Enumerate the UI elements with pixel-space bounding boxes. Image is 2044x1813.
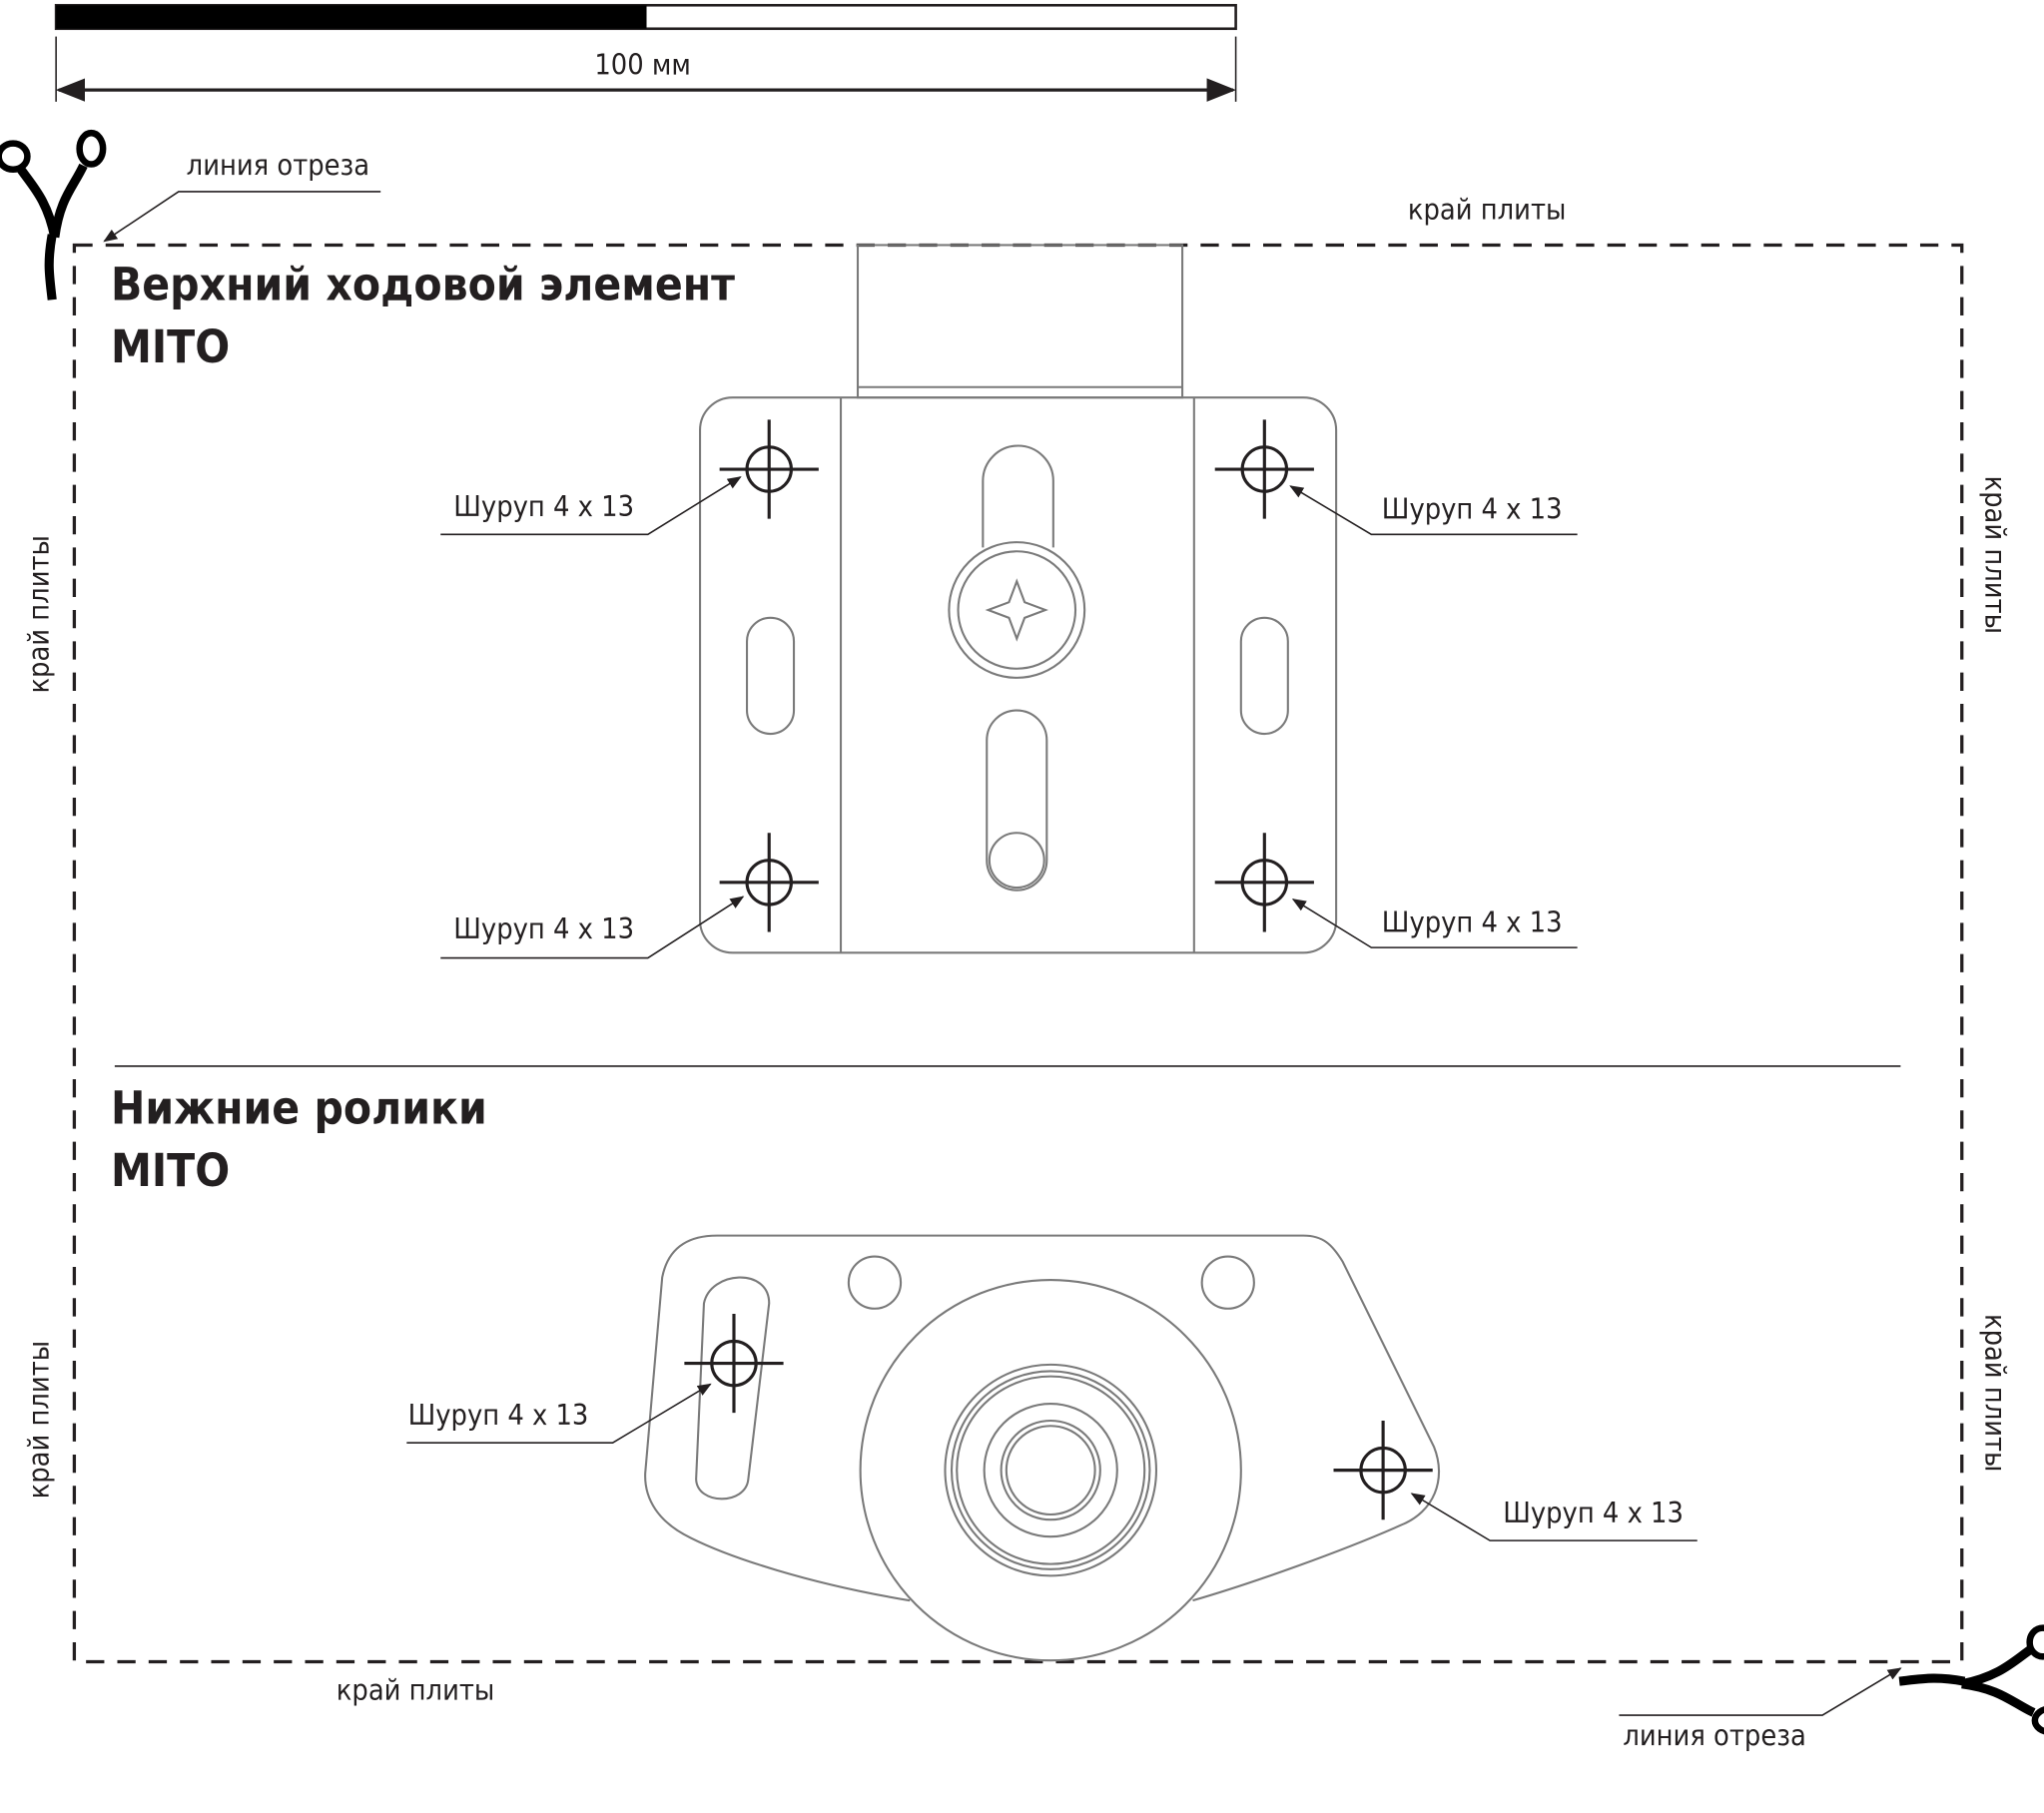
section-top-title: Верхний ходовой элемент <box>111 258 735 310</box>
screw-label: Шуруп 4 x 13 <box>1382 905 1563 938</box>
scissors-icon <box>0 133 103 300</box>
section-bottom-title: Нижние ролики <box>111 1081 487 1134</box>
cut-line-label-top: линия отреза <box>187 148 369 182</box>
scale-bar: 100 мм <box>54 3 1237 102</box>
bottom-roller-drawing <box>644 1234 1441 1662</box>
board-edge-label-top: край плиты <box>1408 192 1567 226</box>
screw-mark-icon <box>1331 1419 1435 1521</box>
board-edge-label-left: край плиты <box>21 535 55 693</box>
section-bottom-model: MITO <box>111 1144 230 1197</box>
screw-mark-icon <box>718 417 821 521</box>
screw-label: Шуруп 4 x 13 <box>1382 492 1563 526</box>
top-runner-drawing <box>699 244 1338 954</box>
board-edge-label-left: край плиты <box>21 1341 55 1500</box>
screw-label: Шуруп 4 x 13 <box>1503 1496 1684 1529</box>
screw-mark-icon <box>1213 831 1316 934</box>
scale-label: 100 мм <box>594 47 690 81</box>
screw-mark-icon <box>1213 417 1316 521</box>
scissors-icon <box>1899 1628 2044 1732</box>
screw-mark-icon <box>718 831 821 934</box>
board-edge-label-bottom: край плиты <box>337 1672 494 1706</box>
screw-label: Шуруп 4 x 13 <box>453 911 634 945</box>
board-edge-label-right: край плиты <box>1978 1314 2012 1473</box>
screw-label: Шуруп 4 x 13 <box>408 1398 589 1432</box>
cut-line-label-bottom: линия отреза <box>1623 1718 1805 1752</box>
section-top-model: MITO <box>111 320 230 373</box>
board-edge-label-right: край плиты <box>1978 476 2012 634</box>
screw-label: Шуруп 4 x 13 <box>453 489 634 523</box>
